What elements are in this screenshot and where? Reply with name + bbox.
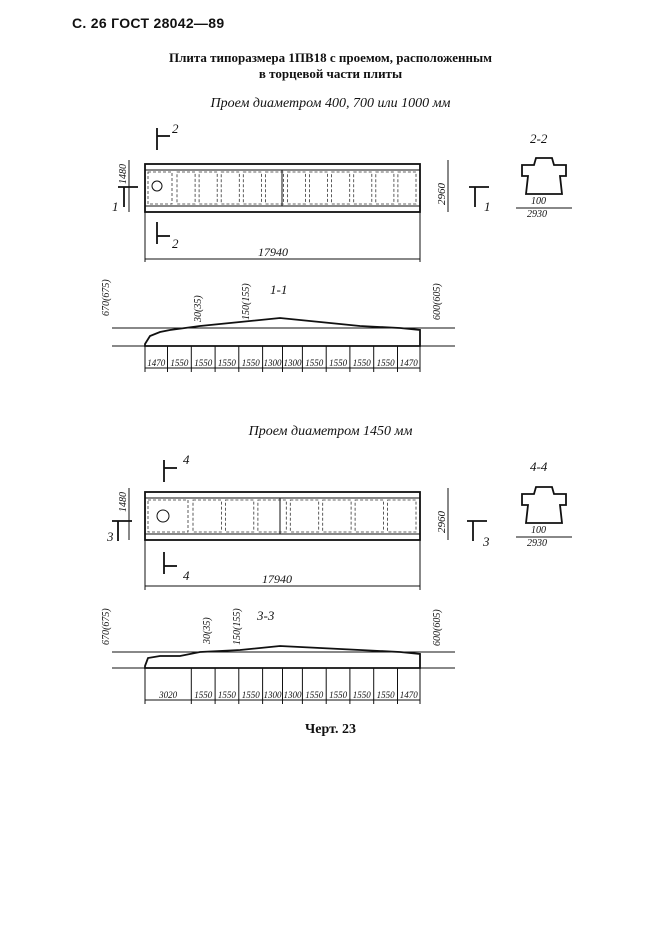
rib-void <box>353 171 373 205</box>
long-section-a-dim-slope2: 150(155) <box>241 283 252 320</box>
rib-void <box>397 171 417 205</box>
rib-void <box>354 499 384 533</box>
plan-a-cut-bottom: 2 <box>172 236 179 251</box>
segment-dim-8: 1550 <box>329 690 348 700</box>
segment-dim-8: 1550 <box>305 358 324 368</box>
segment-dim-10: 1550 <box>353 358 372 368</box>
long-section-b-dim-right: 600(605) <box>432 609 443 646</box>
plan-b-cut-bottom: 4 <box>183 568 190 583</box>
segment-dim-4: 1550 <box>218 358 237 368</box>
title-line-2: в торцевой части плиты <box>258 66 403 81</box>
segment-dim-2: 1550 <box>194 690 213 700</box>
end-section-b-dim-inner: 100 <box>531 525 546 536</box>
plan-a-cut-left: 1 <box>112 199 119 214</box>
opening-circle-b <box>156 509 170 523</box>
segment-dim-1: 3020 <box>158 690 178 700</box>
plan-b-cut-right: 3 <box>482 534 490 549</box>
rib-void <box>192 499 222 533</box>
plan-b-dim-length: 17940 <box>262 572 292 586</box>
plan-a-cut-right: 1 <box>484 199 491 214</box>
end-section-a-dim-outer: 2930 <box>527 209 547 220</box>
long-section-a-label: 1-1 <box>270 282 287 297</box>
rib-void <box>322 499 352 533</box>
segment-dim-6: 1300 <box>284 690 303 700</box>
rib-void <box>257 499 287 533</box>
segment-dim-5: 1300 <box>264 690 283 700</box>
segment-dim-1: 1470 <box>147 358 166 368</box>
segment-dim-2: 1550 <box>170 358 189 368</box>
end-section-a: 2-2 100 2930 <box>516 131 572 220</box>
plan-b-cut-top: 4 <box>183 452 190 467</box>
plan-a-cut-top: 2 <box>172 121 179 136</box>
rib-void <box>242 171 262 205</box>
end-section-b-label: 4-4 <box>530 459 548 474</box>
opening-circle-a <box>151 180 163 192</box>
segment-dim-3: 1550 <box>194 358 213 368</box>
rib-void <box>287 171 307 205</box>
plan-b-cut-left: 3 <box>106 529 114 544</box>
segment-dim-10: 1550 <box>377 690 396 700</box>
segment-dim-7: 1300 <box>284 358 303 368</box>
rib-void <box>289 499 320 533</box>
rib-void <box>224 499 255 533</box>
long-section-a-dim-slope1: 30(35) <box>193 295 204 323</box>
long-section-b-dim-left: 670(675) <box>101 608 112 645</box>
end-section-b: 4-4 100 2930 <box>516 459 572 549</box>
segment-dim-9: 1550 <box>353 690 372 700</box>
plan-b: 4 4 3 3 1480 2960 17940 <box>106 452 490 590</box>
title-line-1: Плита типоразмера 1ПВ18 с проемом, распо… <box>168 50 493 65</box>
long-section-b-dim-slope2: 150(155) <box>232 608 243 645</box>
segment-dim-6: 1300 <box>264 358 283 368</box>
rib-void <box>387 499 417 533</box>
segment-dim-3: 1550 <box>218 690 237 700</box>
plan-a: 2 2 1 1 1480 2960 17940 <box>112 121 491 262</box>
rib-void <box>220 171 240 205</box>
plan-b-dim-width-left: 1480 <box>118 492 129 512</box>
end-section-a-dim-inner: 100 <box>531 196 546 207</box>
rib-void <box>375 171 395 205</box>
long-section-a-dim-left: 670(675) <box>101 279 112 316</box>
segment-dim-11: 1470 <box>400 690 419 700</box>
subtitle-a: Проем диаметром 400, 700 или 1000 мм <box>210 96 451 111</box>
rib-void <box>309 171 329 205</box>
plan-b-dim-width-right: 2960 <box>436 511 448 534</box>
long-section-b-label: 3-3 <box>256 608 275 623</box>
rib-void <box>198 171 218 205</box>
long-section-a-dim-right: 600(605) <box>432 283 443 320</box>
segment-dim-5: 1550 <box>242 358 261 368</box>
subtitle-b: Проем диаметром 1450 мм <box>248 424 413 439</box>
figure-caption: Черт. 23 <box>305 722 356 737</box>
segment-dim-9: 1550 <box>329 358 348 368</box>
end-section-b-dim-outer: 2930 <box>527 538 547 549</box>
rib-void <box>331 171 351 205</box>
segment-dim-7: 1550 <box>305 690 324 700</box>
plan-a-dim-width-left: 1480 <box>118 164 129 184</box>
segment-dim-4: 1550 <box>242 690 261 700</box>
plan-a-dim-width-right: 2960 <box>436 183 448 206</box>
long-section-b-dim-slope1: 30(35) <box>202 617 213 645</box>
page-header: С. 26 ГОСТ 28042—89 <box>72 15 225 31</box>
rib-void <box>264 171 284 205</box>
segment-dim-12: 1470 <box>400 358 419 368</box>
segment-dim-11: 1550 <box>377 358 396 368</box>
plan-a-dim-length: 17940 <box>258 245 288 259</box>
rib-void <box>176 171 196 205</box>
end-section-a-label: 2-2 <box>530 131 548 146</box>
